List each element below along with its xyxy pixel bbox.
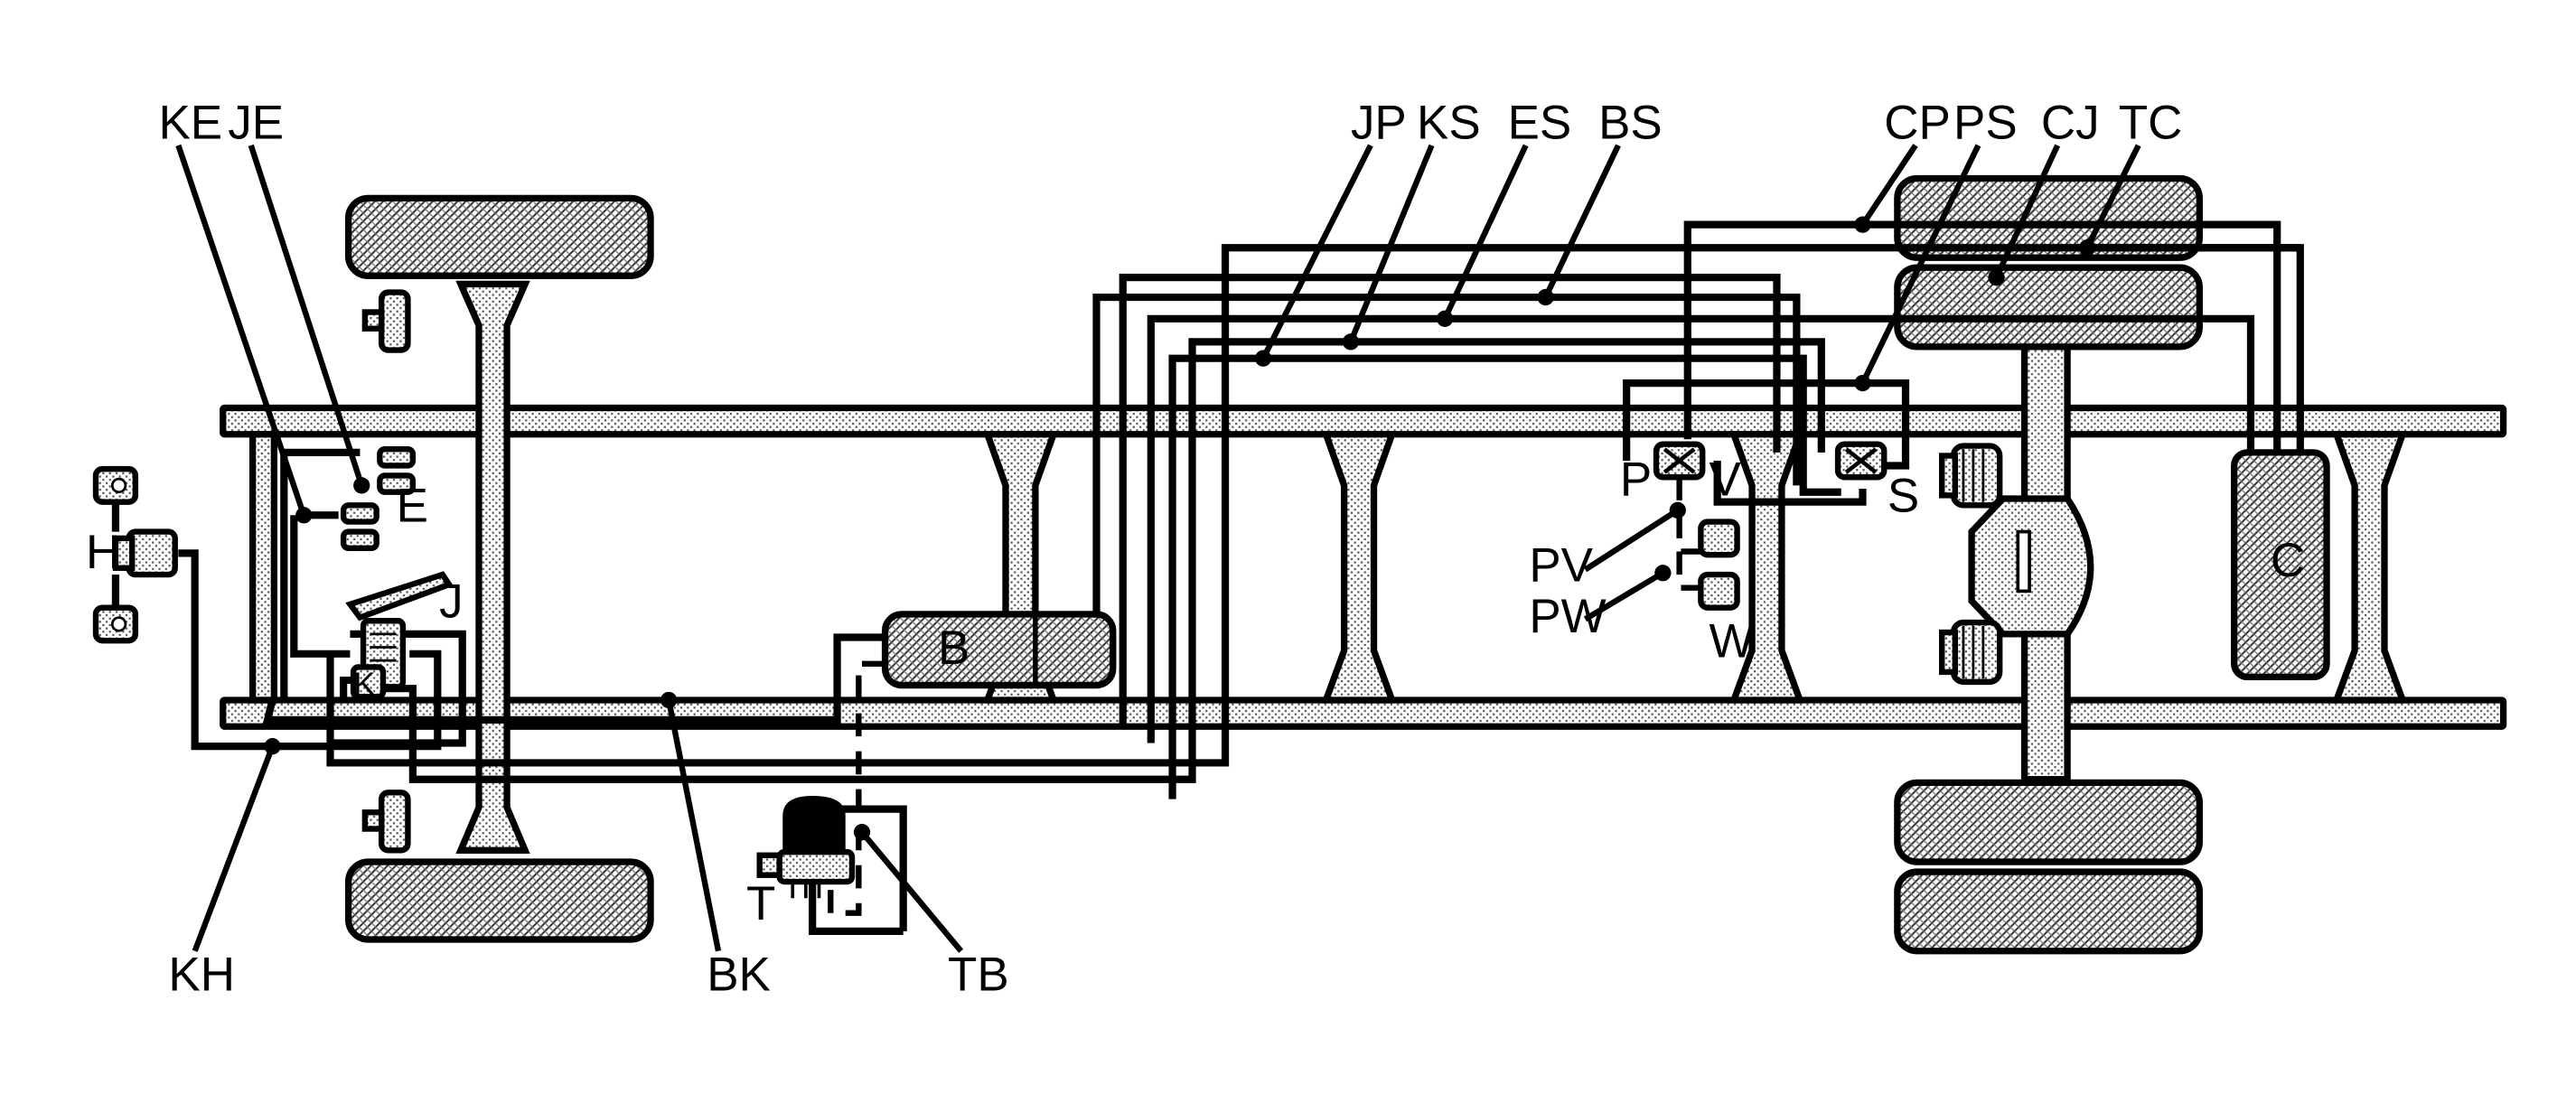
- dashed-lines: [828, 477, 1701, 916]
- differential-pinion: [2016, 529, 2031, 594]
- component-label-s: S: [1888, 470, 1919, 523]
- callout-cj: CJ: [2041, 97, 2100, 150]
- reservoir-c: C: [2231, 449, 2330, 681]
- component-label-h: H: [86, 526, 120, 579]
- pressure-switches-w: W: [1698, 519, 1755, 668]
- callout-bk: BK: [707, 949, 771, 1002]
- crossmember-2: [1321, 431, 1397, 704]
- rear-tire-upper-inner: [1894, 264, 2203, 351]
- frame-rail-upper: [220, 404, 2507, 438]
- air-lines: [178, 220, 2304, 935]
- reservoir-b: B: [881, 611, 1117, 689]
- component-label-p: P: [1620, 453, 1652, 506]
- component-label-k: K: [353, 665, 375, 702]
- callout-ke: KE: [158, 97, 222, 150]
- junction-dots: [264, 216, 2096, 841]
- front-tire-upper: [344, 194, 654, 279]
- front-brake-chamber-lower: [361, 790, 411, 854]
- component-label-c: C: [2271, 534, 2305, 587]
- rear-brake-chamber-upper: [1939, 443, 2003, 509]
- callout-kh: KH: [168, 949, 235, 1002]
- rear-tire-upper-outer: [1894, 174, 2203, 261]
- component-label-t: T: [746, 877, 775, 930]
- callout-bs: BS: [1598, 97, 1663, 150]
- callout-jp: JP: [1351, 97, 1407, 150]
- hand-control-valve-h: H: [86, 465, 178, 644]
- callout-leaders: [175, 144, 2141, 953]
- valve-k: K: [350, 664, 387, 702]
- front-brake-chamber-upper: [361, 289, 411, 353]
- component-label-j: J: [439, 575, 464, 629]
- crossmember-4: [2331, 431, 2408, 704]
- callout-ps: PS: [1953, 97, 2018, 150]
- air-dryer-t: T: [746, 795, 856, 930]
- callout-cp: CP: [1884, 97, 1951, 150]
- front-tire-lower: [344, 858, 654, 943]
- callout-labels: KE JE JP KS ES BS CP PS CJ TC PV PW KH B…: [158, 97, 2182, 1002]
- valve-s: S: [1834, 441, 1919, 523]
- callout-ks: KS: [1417, 97, 1481, 150]
- frame-front-crossmember: [248, 431, 278, 704]
- callout-tb: TB: [948, 949, 1009, 1002]
- rear-tire-lower-inner: [1894, 779, 2203, 865]
- callout-je: JE: [228, 97, 284, 150]
- double-check-valves-e: E: [340, 445, 428, 552]
- valve-v: P V: [1620, 441, 1742, 506]
- component-label-v: V: [1710, 453, 1742, 506]
- callout-pw: PW: [1529, 590, 1606, 643]
- front-axle: [344, 194, 654, 943]
- rear-axle: [1894, 174, 2203, 955]
- rear-tire-lower-outer: [1894, 868, 2203, 955]
- component-label-b: B: [938, 622, 970, 675]
- rear-brake-chamber-lower: [1939, 619, 2003, 686]
- callout-tc: TC: [2119, 97, 2183, 150]
- callout-pv: PV: [1529, 538, 1593, 592]
- crossmember-1: [982, 431, 1059, 704]
- callout-es: ES: [1508, 97, 1572, 150]
- component-label-e: E: [397, 480, 428, 533]
- component-label-w: W: [1710, 614, 1755, 668]
